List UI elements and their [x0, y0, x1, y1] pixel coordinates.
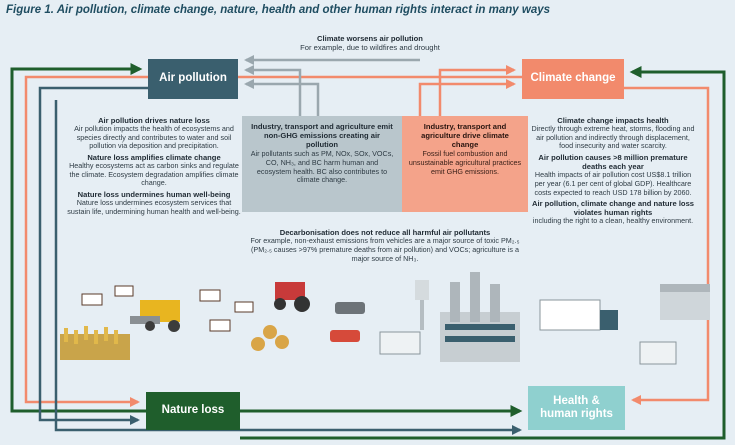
health-label-line1: Health & [553, 394, 600, 407]
decarbonisation-note: Decarbonisation does not reduce all harm… [246, 228, 524, 264]
left-heading-2: Nature loss amplifies climate change [87, 153, 221, 163]
health-human-rights-box: Health & human rights [528, 386, 625, 430]
industry-climate-panel: Industry, transport and agriculture driv… [402, 116, 528, 212]
arrow-industry-to-climate-2 [418, 79, 516, 116]
cow-icon [81, 285, 254, 332]
climate-change-box: Climate change [522, 59, 624, 99]
right-text-1: Directly through extreme heat, storms, f… [531, 124, 695, 151]
arrow-climate-to-nature [24, 75, 522, 407]
grey-panel-text: Air pollutants such as PM, NOx, SOx, VOC… [250, 149, 394, 185]
arrow-air-to-nature [38, 86, 148, 425]
industry-air-pollution-panel: Industry, transport and agriculture emit… [242, 116, 402, 212]
right-heading-3: Air pollution, climate change and nature… [531, 199, 695, 218]
salmon-panel-heading: Industry, transport and agriculture driv… [421, 122, 509, 150]
car-icon [330, 302, 365, 342]
health-label-line2: human rights [540, 408, 613, 420]
wheat-field-icon [60, 326, 130, 360]
top-note-text: For example, due to wildfires and drough… [300, 43, 440, 53]
tractor-icon [274, 282, 310, 312]
air-pollution-box: Air pollution [148, 59, 238, 99]
climate-worsens-note: Climate worsens air pollution For exampl… [250, 34, 490, 53]
left-text-2: Healthy ecosystems act as carbon sinks a… [69, 161, 239, 188]
right-text-2: Health impacts of air pollution cost US$… [534, 170, 692, 197]
arrow-nature-to-air [10, 63, 146, 413]
decarb-heading: Decarbonisation does not reduce all harm… [279, 228, 491, 237]
arrow-industry-to-air [244, 65, 302, 116]
factory-icon [440, 272, 520, 362]
arrow-industry-to-air-2 [244, 79, 320, 116]
industry-agriculture-scene [60, 272, 710, 365]
warehouse-icon [660, 284, 710, 320]
combine-harvester-icon [130, 300, 180, 332]
decarb-text: For example, non-exhaust emissions from … [250, 236, 520, 263]
arrow-air-to-health [54, 100, 522, 435]
right-heading-2: Air pollution causes >8 million prematur… [538, 153, 688, 172]
arrow-nature-loop-right [240, 66, 726, 440]
arrow-industry-to-climate [438, 65, 516, 116]
grey-panel-heading: Industry, transport and agriculture emit… [251, 122, 393, 150]
figure-title: Figure 1. Air pollution, climate change,… [6, 4, 551, 16]
salmon-panel-text: Fossil fuel combustion and unsustainable… [408, 149, 522, 176]
water-tower-icon [415, 280, 429, 330]
left-heading-3: Nature loss undermines human well-being [77, 190, 231, 200]
left-text-1: Air pollution impacts the health of ecos… [74, 124, 234, 151]
hay-bale-icon [251, 325, 289, 351]
truck-icon [379, 299, 677, 365]
right-heading-1: Climate change impacts health [557, 116, 669, 125]
left-heading-1: Air pollution drives nature loss [98, 116, 210, 125]
nature-loss-box: Nature loss [146, 392, 240, 430]
top-note-heading: Climate worsens air pollution [317, 34, 423, 43]
left-text-3: Nature loss undermines ecosystem service… [67, 198, 241, 216]
arrow-climate-to-health [624, 86, 710, 405]
right-text-3: including the right to a clean, healthy … [532, 216, 694, 226]
